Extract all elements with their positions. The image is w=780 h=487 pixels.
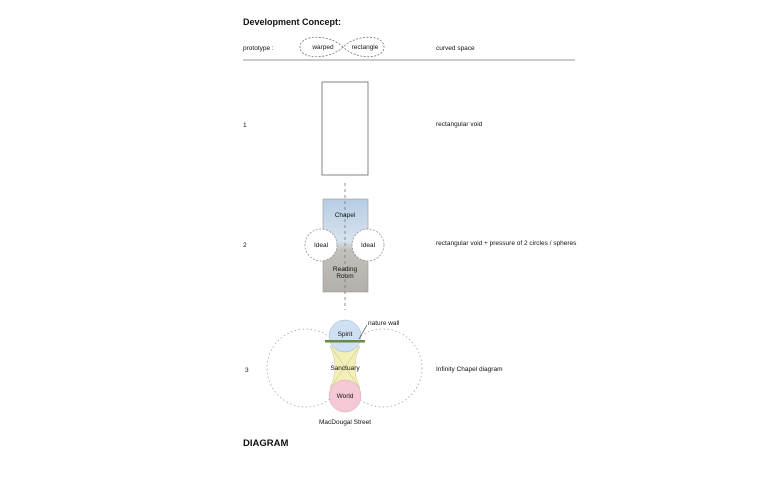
room-label: Room — [336, 273, 353, 280]
step-1-number: 1 — [243, 122, 247, 129]
sanctuary-cross-line — [330, 346, 360, 388]
annotation-arrow — [358, 324, 368, 340]
world-circle — [328, 379, 362, 413]
prototype-label: prototype : — [243, 45, 274, 52]
reading-label: Reading — [333, 266, 358, 273]
prototype-description: curved space — [436, 45, 475, 52]
rectangular-void — [321, 81, 369, 176]
ideal-circle-left — [304, 228, 338, 262]
infinity-loop-shape — [299, 36, 385, 58]
spirit-label: Spirit — [338, 331, 353, 338]
sanctuary-label: Sanctuary — [330, 365, 360, 372]
infinity-circle-right — [343, 328, 423, 408]
step-2-description: rectangular void + pressure of 2 circles… — [436, 240, 577, 247]
chapel-label: Chapel — [335, 212, 356, 219]
street-label: MacDougal Street — [319, 419, 371, 426]
nature-wall — [325, 340, 365, 343]
page-title: Development Concept: — [243, 17, 341, 27]
ideal-label-left: Ideal — [314, 242, 329, 249]
world-label: World — [337, 393, 354, 400]
ideal-label-right: Ideal — [361, 242, 376, 249]
rectangle-label: rectangle — [352, 44, 379, 51]
step-3-description: Infinity Chapel diagram — [436, 366, 502, 373]
nature-wall-label: nature wall — [368, 320, 400, 327]
warped-label: warped — [311, 44, 334, 51]
ideal-circle-right — [351, 228, 385, 262]
step-1-description: rectangular void — [436, 121, 483, 128]
step-2-number: 2 — [243, 242, 247, 249]
footer-heading: DIAGRAM — [243, 438, 288, 449]
step-3-number: 3 — [245, 367, 249, 374]
